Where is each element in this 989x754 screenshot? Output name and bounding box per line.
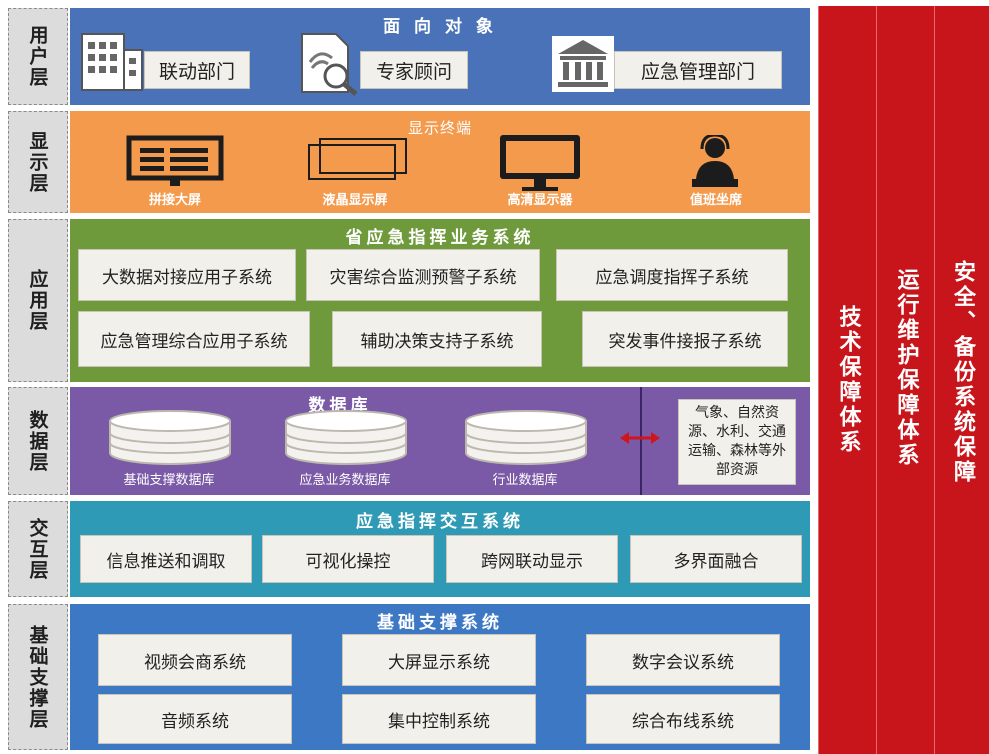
divider-line: [640, 387, 642, 495]
interact-item: 跨网联动显示: [446, 535, 618, 583]
panel-title: 面 向 对 象: [383, 17, 497, 37]
interact-layer: 交互层 应急指挥交互系统 信息推送和调取 可视化操控 跨网联动显示 多界面融合: [8, 501, 810, 597]
display-caption: 值班坐席: [689, 193, 742, 208]
app-layer: 应用层 省应急指挥业务系统 大数据对接应用子系统 灾害综合监测预警子系统 应急调…: [8, 219, 810, 382]
monitor-icon: [500, 135, 580, 191]
database-caption: 基础支撑数据库: [123, 473, 215, 488]
government-building-icon: [552, 36, 614, 92]
database-caption: 行业数据库: [492, 473, 558, 488]
panel-title: 省应急指挥业务系统: [345, 228, 535, 248]
building-icon: [81, 33, 143, 91]
document-search-icon: [301, 33, 358, 96]
base-system: 视频会商系统: [98, 634, 292, 686]
database-caption: 应急业务数据库: [299, 473, 391, 488]
layer-label: 显示层: [8, 111, 68, 213]
display-caption: 拼接大屏: [148, 193, 201, 208]
double-arrow-icon: [620, 432, 660, 444]
display-panel: 显示终端 拼接大屏 液晶显示屏 高清显示器 值班坐席: [70, 111, 810, 213]
app-subsystem: 灾害综合监测预警子系统: [306, 249, 540, 301]
database-icon: [465, 410, 587, 465]
interact-item: 可视化操控: [262, 535, 434, 583]
data-panel: 数据库 基础支撑数据库 应急业务数据库 行业数据库 气象、自然资源、: [70, 387, 810, 495]
display-layer: 显示层 显示终端 拼接大屏 液晶显示屏 高清显示器 值班坐席: [8, 111, 810, 213]
layer-label: 基础支撑层: [8, 604, 68, 750]
interact-item: 多界面融合: [630, 535, 802, 583]
base-system: 音频系统: [98, 694, 292, 744]
user-emergency-dept: 应急管理部门: [614, 51, 782, 89]
layer-label: 数据层: [8, 387, 68, 495]
app-panel: 省应急指挥业务系统 大数据对接应用子系统 灾害综合监测预警子系统 应急调度指挥子…: [70, 219, 810, 382]
database-icon: [109, 410, 231, 465]
base-panel: 基础支撑系统 视频会商系统 大屏显示系统 数字会议系统 音频系统 集中控制系统 …: [70, 604, 810, 750]
layer-label: 应用层: [8, 219, 68, 382]
interact-item: 信息推送和调取: [80, 535, 252, 583]
operator-seat-icon: [692, 135, 738, 187]
user-layer: 用户层 面 向 对 象 联动部门 专家顾问: [8, 8, 810, 105]
app-subsystem: 应急调度指挥子系统: [556, 249, 788, 301]
external-resources: 气象、自然资源、水利、交通运输、森林等外部资源: [678, 399, 796, 485]
panel-title: 显示终端: [407, 119, 472, 137]
base-system: 综合布线系统: [586, 694, 780, 744]
user-expert-advisor: 专家顾问: [360, 51, 468, 89]
app-subsystem: 辅助决策支持子系统: [332, 311, 542, 367]
panel-title: 基础支撑系统: [377, 613, 503, 633]
data-layer: 数据层 数据库 基础支撑数据库 应急业务数据库 行业数据库: [8, 387, 810, 495]
display-caption: 液晶显示屏: [322, 193, 388, 208]
video-wall-icon: [126, 135, 224, 186]
database-icon: [285, 410, 407, 465]
app-subsystem: 应急管理综合应用子系统: [78, 311, 310, 367]
base-system: 大屏显示系统: [342, 634, 536, 686]
layer-label: 交互层: [8, 501, 68, 597]
display-caption: 高清显示器: [507, 193, 573, 208]
base-layer: 基础支撑层 基础支撑系统 视频会商系统 大屏显示系统 数字会议系统 音频系统 集…: [8, 604, 810, 750]
lcd-screen-icon: [308, 138, 407, 180]
base-system: 数字会议系统: [586, 634, 780, 686]
panel-title: 应急指挥交互系统: [356, 512, 524, 532]
app-subsystem: 大数据对接应用子系统: [78, 249, 296, 301]
interact-panel: 应急指挥交互系统 信息推送和调取 可视化操控 跨网联动显示 多界面融合: [70, 501, 810, 597]
app-subsystem: 突发事件接报子系统: [582, 311, 788, 367]
pillar-tech-guarantee: 技术保障体系: [818, 6, 876, 754]
pillar-ops-guarantee: 运行维护保障体系: [876, 6, 934, 754]
user-panel: 面 向 对 象 联动部门 专家顾问: [70, 8, 810, 105]
base-system: 集中控制系统: [342, 694, 536, 744]
layer-label: 用户层: [8, 8, 68, 105]
pillar-security-backup: 安全、备份系统保障: [934, 6, 989, 754]
user-linkage-dept: 联动部门: [144, 51, 250, 89]
